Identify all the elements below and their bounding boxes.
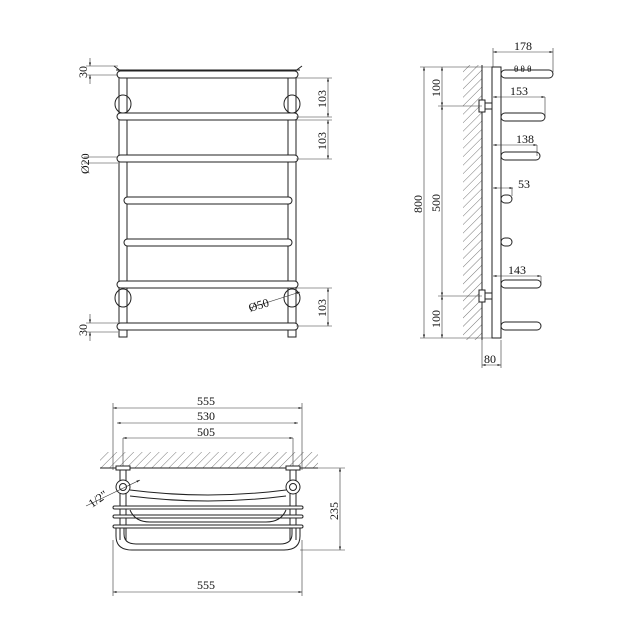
dim-wall-offset: 80 xyxy=(484,352,496,366)
dim-thread: 1/2" xyxy=(86,487,111,510)
side-bar xyxy=(500,194,513,204)
dim-mount-diameter: Ø50 xyxy=(247,295,271,314)
front-bar xyxy=(123,196,293,205)
dim-mount-spacing: 500 xyxy=(429,194,443,212)
front-bars xyxy=(116,70,299,331)
dim-depth-6: 143 xyxy=(508,263,526,277)
front-bar xyxy=(116,280,299,289)
front-bar xyxy=(116,322,299,331)
dim-depth-top: 178 xyxy=(514,39,532,53)
dim-depth: 235 xyxy=(327,502,341,520)
dim-depth-2: 153 xyxy=(510,84,528,98)
top-view: 555 530 505 1/2" 235 555 xyxy=(86,394,345,596)
side-bars xyxy=(500,69,554,331)
dim-depth-3: 138 xyxy=(516,132,534,146)
wall-hatch xyxy=(463,65,482,340)
dim-top-to-mount: 100 xyxy=(429,79,443,97)
dim-width-mount: 505 xyxy=(197,425,215,439)
side-post xyxy=(491,66,502,339)
top-dimensions: 555 530 505 1/2" 235 555 xyxy=(86,394,345,596)
valve-icons: θ θ θ xyxy=(514,64,531,74)
wall-hatch-top xyxy=(100,452,318,468)
dim-bar-spacing-2: 103 xyxy=(315,132,329,150)
side-bar xyxy=(500,321,542,331)
front-bar xyxy=(116,154,299,163)
dim-width-middle: 530 xyxy=(197,409,215,423)
dim-total-height: 800 xyxy=(411,195,425,213)
dim-mount-to-bottom: 100 xyxy=(429,310,443,328)
front-bar xyxy=(116,70,299,79)
dim-bar-spacing-bottom: 103 xyxy=(315,299,329,317)
side-bar xyxy=(500,112,546,122)
front-bar xyxy=(123,238,293,247)
side-dimensions: 800 100 500 100 178 153 138 53 143 xyxy=(411,39,554,368)
side-view: θ θ θ 800 100 500 100 178 153 138 xyxy=(411,39,554,368)
mount-flanges xyxy=(114,94,301,308)
dim-bottom-offset: 30 xyxy=(76,324,90,336)
side-bar xyxy=(500,151,541,161)
front-bar xyxy=(116,112,299,121)
dim-top-offset: 30 xyxy=(76,66,90,78)
dim-tube-diameter: Ø20 xyxy=(78,153,92,174)
side-bar xyxy=(500,237,513,247)
dim-depth-4: 53 xyxy=(518,177,530,191)
top-view-body xyxy=(112,465,304,551)
side-bar xyxy=(500,279,542,289)
dim-width-outer: 555 xyxy=(197,394,215,408)
dim-width-bottom: 555 xyxy=(197,578,215,592)
dim-bar-spacing-1: 103 xyxy=(315,90,329,108)
side-bar xyxy=(500,69,554,79)
front-dimensions: 30 103 103 Ø20 Ø50 103 30 xyxy=(76,58,332,341)
front-view: 30 103 103 Ø20 Ø50 103 30 xyxy=(76,58,332,341)
